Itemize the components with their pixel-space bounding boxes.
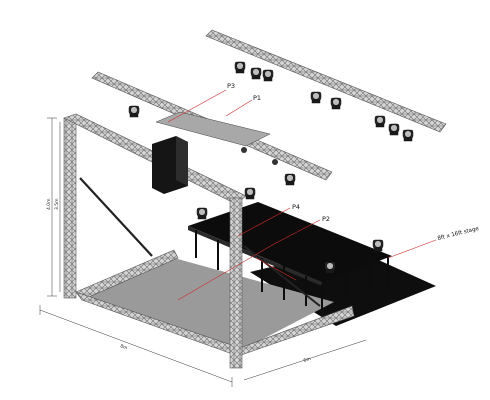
label-p3: P3 [227, 82, 235, 90]
projection-panel [155, 111, 271, 147]
dimension-lines [39, 117, 367, 387]
hanging-fixture [272, 159, 278, 165]
stage-size-note: 8ft x 16ft stage [437, 226, 480, 242]
label-p2: P2 [322, 215, 330, 223]
label-p4: P4 [292, 203, 300, 211]
moving-head-light [196, 207, 208, 220]
hanging-fixture [241, 147, 247, 153]
moving-head-light [244, 187, 256, 200]
right-tower [229, 197, 243, 369]
moving-head-light [310, 91, 322, 104]
left-tower [63, 117, 77, 299]
moving-head-light [372, 239, 384, 252]
moving-head-light [330, 97, 342, 110]
support-rope [79, 177, 153, 257]
moving-head-light [402, 129, 414, 142]
moving-head-light [324, 261, 336, 274]
moving-head-light [128, 105, 140, 118]
moving-head-lights [128, 61, 414, 274]
moving-head-light [234, 61, 246, 74]
speaker-cabinet [152, 136, 188, 194]
moving-head-light [374, 115, 386, 128]
support-rope-right [243, 245, 321, 307]
dim-base-left: 8m [119, 343, 128, 351]
moving-head-light [250, 67, 262, 80]
dim-base-right: 6m [303, 356, 312, 364]
dim-height-inner: 3.5m [54, 198, 60, 210]
dim-height-outer: 4.0m [46, 198, 52, 210]
label-p1: P1 [253, 94, 261, 102]
top-truss-back [205, 29, 447, 133]
moving-head-light [388, 123, 400, 136]
pointer-lines [167, 89, 437, 301]
moving-head-light [284, 173, 296, 186]
dance-floor [82, 258, 334, 352]
moving-head-light [262, 69, 274, 82]
